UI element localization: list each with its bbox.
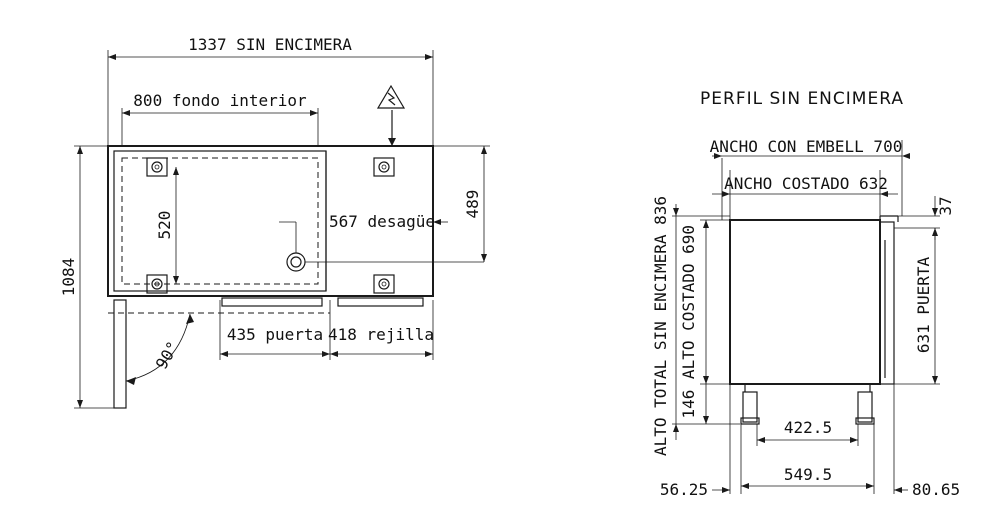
foot-top-right <box>373 157 395 177</box>
height-right-label: 489 <box>463 190 482 219</box>
leg-height-label: 146 <box>679 390 698 419</box>
dim-outer-leg-span <box>740 424 875 494</box>
dim-drain <box>433 219 448 225</box>
foot-top-left <box>146 157 168 177</box>
dim-width-trim <box>712 140 910 220</box>
profile-body <box>729 219 881 385</box>
width-trim-label: ANCHO CON EMBELL 700 <box>710 137 903 156</box>
dim-total-depth <box>74 145 114 409</box>
grille-label: 418 rejilla <box>328 325 434 344</box>
open-door <box>113 299 127 409</box>
inner-leg-span-label: 422.5 <box>784 418 832 437</box>
compartment-outer <box>113 150 327 292</box>
left-offset-label: 56.25 <box>660 480 708 499</box>
drain-label: 567 desagüe <box>329 212 435 231</box>
dim-interior-width <box>173 167 179 284</box>
grille-strip <box>337 297 424 307</box>
dim-offsets <box>712 384 908 494</box>
total-depth-label: 1084 <box>59 258 78 297</box>
drain-icon <box>279 221 484 272</box>
profile-title: PERFIL SIN ENCIMERA <box>700 89 904 109</box>
dim-leg-height <box>703 384 709 424</box>
side-width-label: ANCHO COSTADO 632 <box>724 174 888 193</box>
total-height-label: ALTO TOTAL SIN ENCIMERA 836 <box>651 196 670 456</box>
dim-height-right <box>433 145 490 262</box>
door-angle-label: 90° <box>152 338 183 373</box>
dim-side-height <box>700 219 745 385</box>
foot-bottom-left <box>146 274 168 294</box>
profile-view: PERFIL SIN ENCIMERA <box>651 89 960 499</box>
interior-depth-label: 800 fondo interior <box>133 91 307 110</box>
outer-leg-span-label: 549.5 <box>784 465 832 484</box>
door-label: 435 puerta <box>227 325 323 344</box>
dim-door-grille <box>219 300 434 360</box>
right-offset-label: 80.65 <box>912 480 960 499</box>
dim-top-offset <box>894 196 940 240</box>
side-height-label: ALTO COSTADO 690 <box>679 225 698 379</box>
door-handle <box>221 297 323 307</box>
overall-width-label: 1337 SIN ENCIMERA <box>188 35 352 54</box>
dim-interior-depth <box>121 108 319 146</box>
interior-width-label: 520 <box>155 211 174 240</box>
dim-inner-leg-span <box>756 424 859 446</box>
door-arc <box>125 313 191 382</box>
electric-hazard-icon <box>376 84 406 146</box>
plan-view: 1337 SIN ENCIMERA 800 fondo interior 520… <box>59 35 490 409</box>
dim-side-width <box>712 170 898 220</box>
door-height-label: 631 PUERTA <box>914 256 933 353</box>
unit-outline <box>107 145 434 297</box>
foot-bottom-right <box>373 274 395 294</box>
compartment-inner <box>121 157 319 285</box>
profile-legs <box>740 384 875 425</box>
top-offset-label: 37 <box>936 196 955 215</box>
dim-overall-width <box>107 50 434 146</box>
profile-door <box>879 221 895 385</box>
dim-door-height <box>894 228 940 385</box>
